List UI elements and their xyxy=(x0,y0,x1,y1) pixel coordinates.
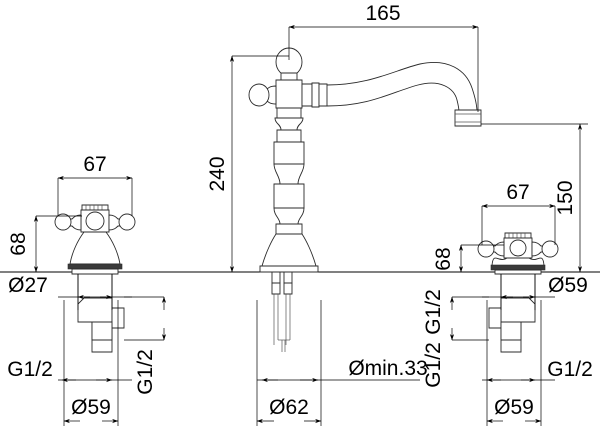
dim-165-label: 165 xyxy=(365,2,400,25)
dim-dia-62-label: Ø62 xyxy=(269,396,309,419)
dim-68-right-label: 68 xyxy=(432,247,455,270)
dim-240-label: 240 xyxy=(206,156,229,191)
dim-dia-min-33-label: Ømin.33 xyxy=(348,357,427,380)
dimension-67-right: 67 xyxy=(481,181,556,245)
left-valve-assembly xyxy=(54,204,136,353)
dimension-g12-right-inner-a: G1/2 G1/2 xyxy=(422,289,489,388)
right-valve-assembly xyxy=(477,232,559,353)
dim-g12-right-outer-label: G1/2 xyxy=(547,358,593,381)
dimension-67-left: 67 xyxy=(57,153,133,216)
dimension-dia-62: Ø62 xyxy=(256,300,322,426)
dimension-68-right: 68 xyxy=(432,244,504,273)
dimension-165: 165 xyxy=(288,2,479,112)
dim-g12-right-inner-a-label: G1/2 xyxy=(422,289,445,335)
dimension-dia-27: Ø27 xyxy=(8,274,132,310)
dim-dia-59-left-label: Ø59 xyxy=(71,396,111,419)
dim-dia-59-right-top-label: Ø59 xyxy=(548,274,588,297)
dim-g12-left-outer-label: G1/2 xyxy=(7,358,53,381)
dim-g12-left-inner-label: G1/2 xyxy=(134,349,157,395)
dimension-dia-min-33: Ømin.33 xyxy=(257,357,428,383)
dimension-g12-left-outer: G1/2 xyxy=(7,358,132,383)
dimension-g12-right-outer: G1/2 xyxy=(482,358,593,383)
dim-68-left-label: 68 xyxy=(7,232,30,255)
dim-dia-27-label: Ø27 xyxy=(8,274,48,297)
dim-67-right-label: 67 xyxy=(506,181,529,204)
dimension-dia-59-right-bottom: Ø59 xyxy=(486,300,542,426)
dim-g12-right-inner-b-label: G1/2 xyxy=(422,342,445,388)
dim-67-left-label: 67 xyxy=(83,153,106,176)
dimension-240: 240 xyxy=(206,55,289,273)
dimension-150: 150 xyxy=(481,123,588,273)
dim-150-label: 150 xyxy=(554,180,577,215)
dim-dia-59-right-bottom-label: Ø59 xyxy=(494,396,534,419)
dimension-g12-left-inner: G1/2 xyxy=(124,296,167,395)
dimension-68-left: 68 xyxy=(7,215,82,273)
dimension-dia-59-left: Ø59 xyxy=(63,300,119,426)
dimension-dia-59-right-top: Ø59 xyxy=(482,274,588,310)
center-spout-assembly xyxy=(248,47,482,352)
